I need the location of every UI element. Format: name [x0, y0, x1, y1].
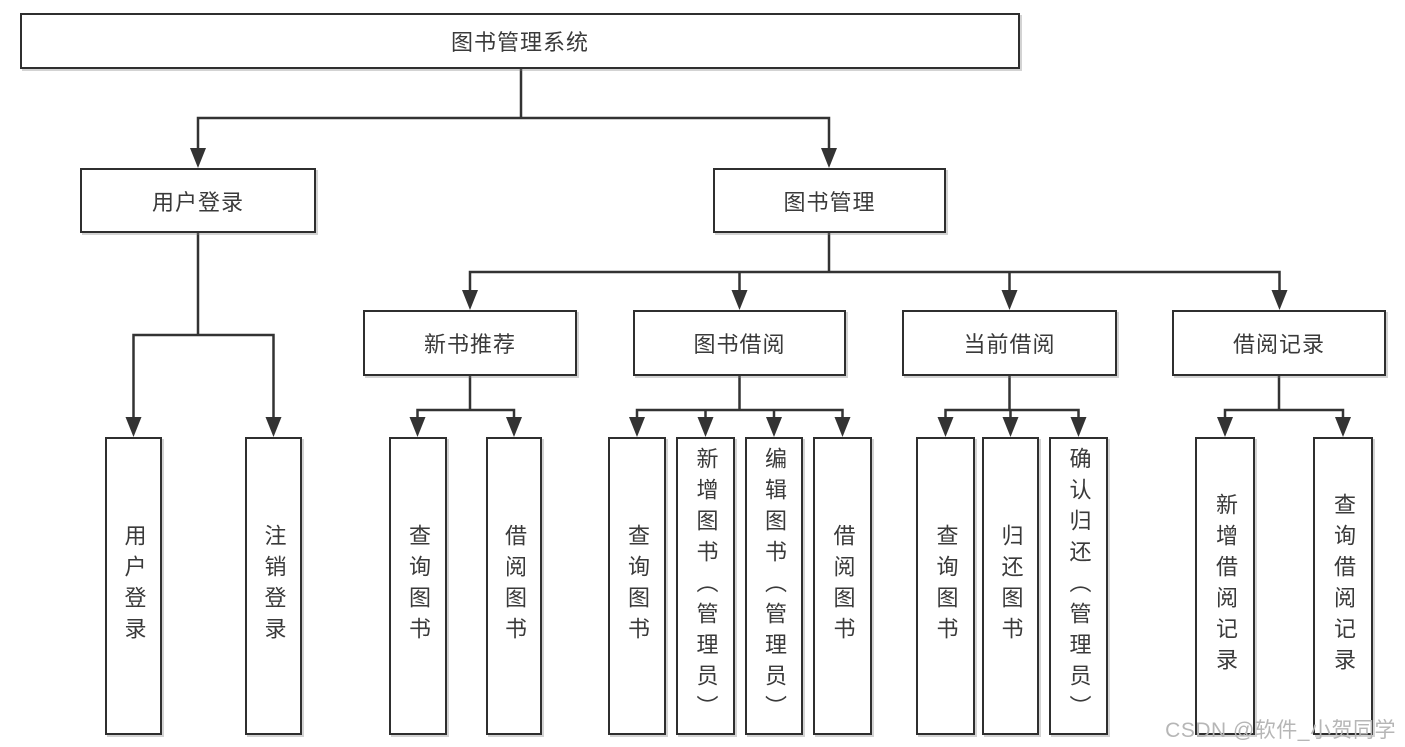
node-label: 注销登录: [261, 524, 287, 648]
leaf-borrow-books: 借阅图书: [813, 437, 872, 735]
node-label: 查询图书: [406, 524, 431, 648]
node-label: 查询图书: [933, 524, 959, 648]
node-label: 借阅图书: [502, 524, 527, 648]
leaf-confirm-return-admin: 确认归还（管理员）: [1049, 437, 1108, 735]
leaf-query-books-recommend: 查询图书: [389, 437, 447, 735]
node-label: 用户登录: [151, 189, 244, 215]
node-label: 图书管理: [783, 189, 876, 215]
node-label: 查询图书: [625, 524, 650, 648]
leaf-logout: 注销登录: [245, 437, 302, 735]
node-label: 查询借阅记录: [1331, 493, 1356, 679]
connector-root-to-level2: [190, 69, 837, 168]
node-label: 当前借阅: [963, 332, 1056, 357]
node-borrow-records: 借阅记录: [1172, 310, 1386, 376]
node-new-book-recommend: 新书推荐: [363, 310, 577, 376]
leaf-edit-books-admin: 编辑图书（管理员）: [745, 437, 803, 735]
node-book-management: 图书管理: [713, 168, 946, 233]
node-label: 图书管理系统: [450, 30, 589, 55]
leaf-borrow-books-recommend: 借阅图书: [486, 437, 542, 735]
leaf-query-books-current: 查询图书: [916, 437, 975, 735]
node-label: 借阅图书: [830, 524, 856, 648]
node-label: 借阅记录: [1232, 332, 1325, 357]
leaf-add-books-admin: 新增图书（管理员）: [676, 437, 735, 735]
node-library-management-system: 图书管理系统: [20, 13, 1020, 69]
csdn-watermark: CSDN @软件_小贺同学: [1165, 719, 1396, 742]
leaf-query-borrow-record: 查询借阅记录: [1313, 437, 1373, 735]
node-user-login: 用户登录: [80, 168, 316, 233]
node-book-borrow: 图书借阅: [633, 310, 846, 376]
leaf-query-books-borrow: 查询图书: [608, 437, 666, 735]
leaf-user-login: 用户登录: [105, 437, 162, 735]
connector-book-borrow-group: [629, 376, 851, 437]
node-label: 编辑图书（管理员）: [762, 446, 787, 726]
node-current-borrow: 当前借阅: [902, 310, 1117, 376]
connector-new-book-recommend-group: [409, 376, 522, 437]
node-label: 确认归还（管理员）: [1066, 446, 1092, 726]
node-label: 新书推荐: [423, 332, 516, 357]
connector-book-management-branch: [462, 233, 1288, 310]
node-label: 图书借阅: [693, 332, 786, 357]
connector-borrow-records-group: [1217, 376, 1351, 437]
connector-current-borrow-group: [937, 376, 1087, 437]
leaf-add-borrow-record: 新增借阅记录: [1195, 437, 1255, 735]
connector-user-login-branch: [125, 233, 282, 437]
node-label: 归还图书: [998, 524, 1024, 648]
leaf-return-books: 归还图书: [982, 437, 1039, 735]
node-label: 新增借阅记录: [1213, 493, 1238, 679]
node-label: 新增图书（管理员）: [693, 446, 719, 726]
node-label: 用户登录: [121, 524, 147, 648]
